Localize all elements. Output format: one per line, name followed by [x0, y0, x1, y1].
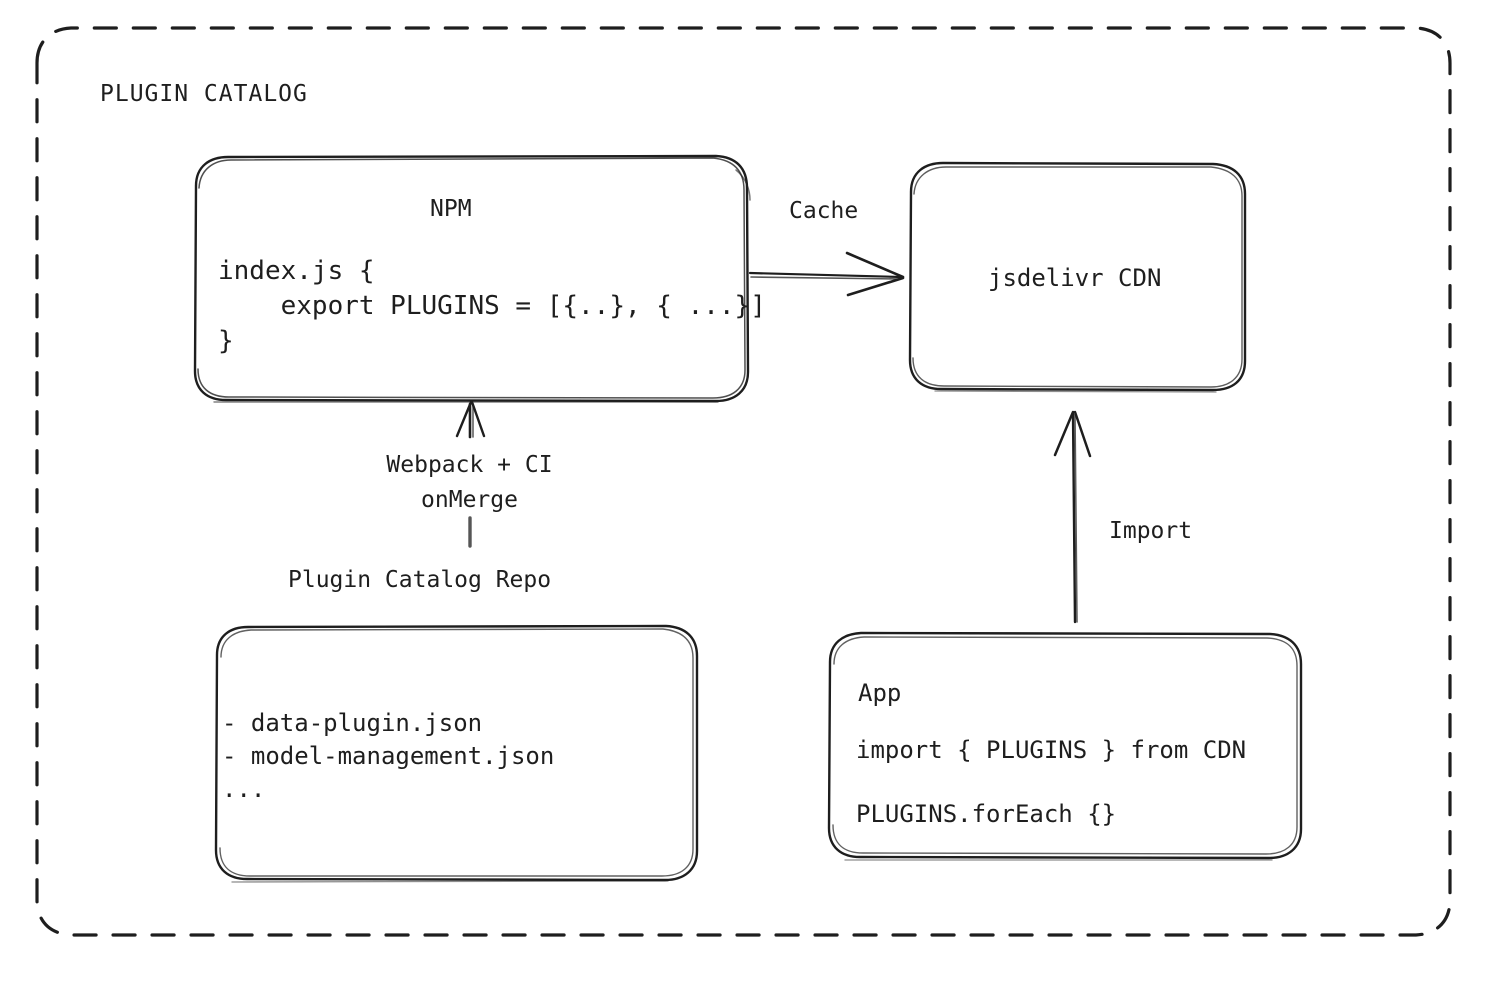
edge-app-to-cdn — [1053, 410, 1092, 624]
edge-label-webpack-ci: Webpack + CI onMerge — [372, 448, 567, 518]
app-node-title: App — [858, 679, 902, 707]
repo-file-list: - data-plugin.json - model-management.js… — [222, 707, 554, 806]
npm-code-line-3: } — [218, 326, 234, 356]
npm-node-title: NPM — [430, 196, 472, 222]
npm-code-line-1: index.js { — [218, 256, 375, 286]
app-code-line-1: import { PLUGINS } from CDN — [856, 736, 1247, 764]
cdn-node-title: jsdelivr CDN — [988, 264, 1162, 292]
edge-label-import: Import — [1109, 518, 1193, 544]
repo-list-item-1: - data-plugin.json — [222, 709, 483, 737]
edge-label-cache: Cache — [789, 198, 859, 224]
edge-label-webpack-line-1: Webpack + CI — [386, 452, 553, 478]
repo-node-caption: Plugin Catalog Repo — [288, 567, 552, 593]
repo-list-item-3: ... — [222, 775, 266, 803]
plugin-catalog-title: PLUGIN CATALOG — [100, 81, 308, 107]
app-code-line-2: PLUGINS.forEach {} — [856, 800, 1117, 828]
repo-list-item-2: - model-management.json — [222, 742, 555, 770]
edge-label-webpack-line-2: onMerge — [421, 487, 518, 513]
edge-npm-to-cdn — [748, 251, 905, 297]
npm-code-block: index.js { export PLUGINS = [{..}, { ...… — [218, 254, 766, 359]
npm-code-line-2: export PLUGINS = [{..}, { ...}] — [218, 291, 766, 321]
